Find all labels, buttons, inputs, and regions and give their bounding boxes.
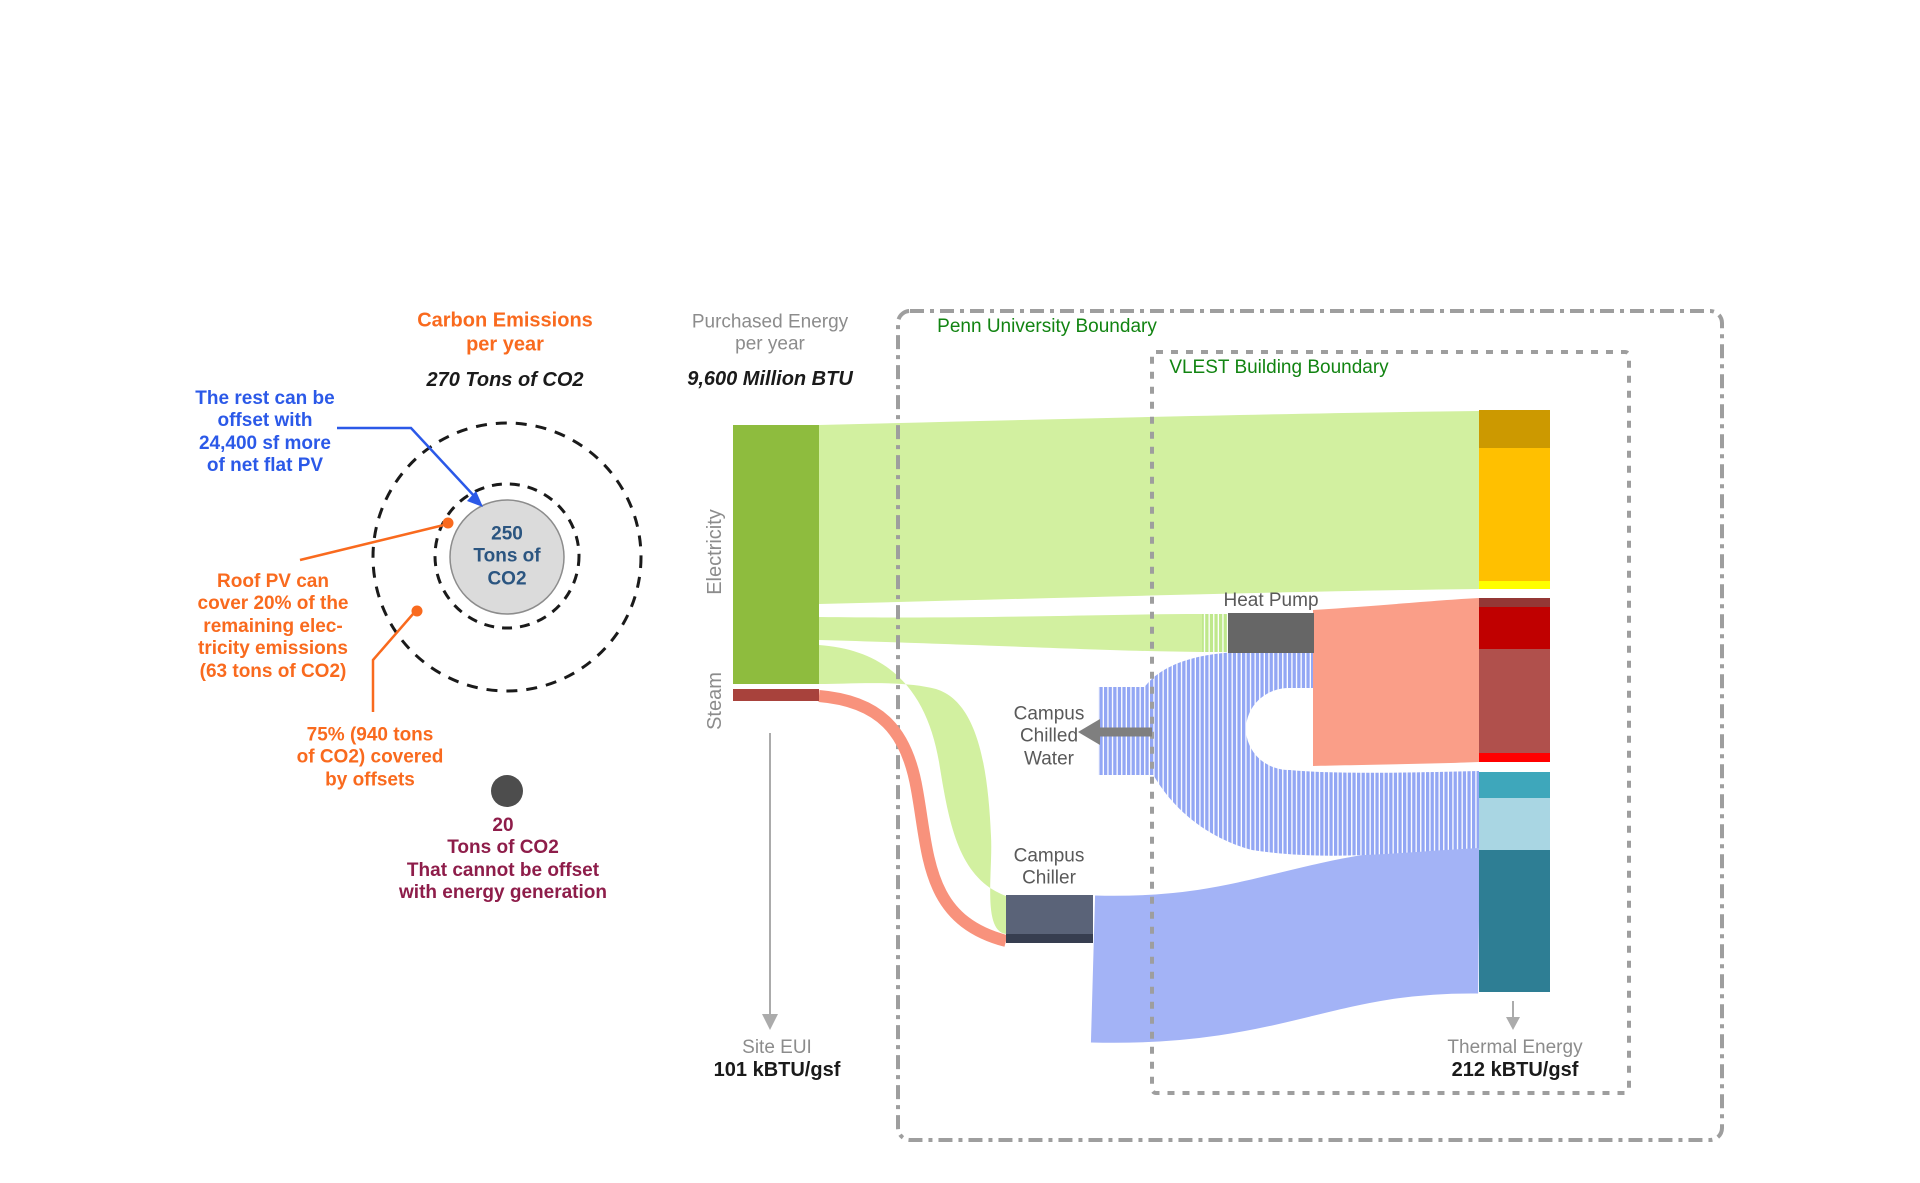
flow-chilled-water-loop-hatched: [1136, 652, 1479, 856]
carbon-total-value: 270 Tons of CO2: [426, 369, 584, 392]
heat-pump-label: Heat Pump: [1223, 589, 1319, 611]
vlest-boundary-label: VLEST Building Boundary: [1169, 356, 1389, 378]
roof-pv-note: Roof PV can cover 20% of the remaining e…: [197, 570, 349, 682]
end-block-dark-gold: [1479, 410, 1550, 448]
purchased-energy-value: 9,600 Million BTU: [687, 368, 853, 391]
end-block-dark-maroon: [1479, 598, 1550, 607]
campus-chiller-node: [1006, 895, 1093, 934]
end-block-bright-red: [1479, 753, 1550, 762]
offset-note: The rest can be offset with 24,400 sf mo…: [195, 388, 335, 477]
campus-chilled-water-label: Campus Chilled Water: [1013, 703, 1085, 770]
end-block-brick-red: [1479, 649, 1550, 753]
flow-steam-to-chiller: [818, 690, 1008, 947]
orange-callout-dot-roof-pv: [442, 517, 454, 529]
purchased-energy-title: Purchased Energy per year: [691, 311, 849, 355]
campus-chiller-node-strip: [1006, 934, 1093, 943]
blue-callout-line: [337, 426, 477, 499]
offsets-covered-note: 75% (940 tons of CO2) covered by offsets: [296, 724, 444, 791]
steam-source-label: Steam: [704, 672, 727, 730]
cannot-offset-note: 20 Tons of CO2 That cannot be offset wit…: [399, 815, 607, 904]
steam-source-bar: [733, 689, 819, 701]
flow-heat-pump-output: [1313, 598, 1479, 766]
carbon-emissions-title: Carbon Emissions per year: [417, 309, 593, 355]
flow-electricity-to-chiller: [819, 645, 1006, 934]
co2-gray-disc: [449, 499, 565, 615]
inner-dashed-circle: [433, 482, 581, 630]
chilled-water-arrowhead: [1078, 719, 1100, 745]
outer-dashed-circle: [371, 421, 643, 693]
site-eui-arrowhead: [762, 1014, 778, 1030]
flow-electricity-direct: [819, 411, 1479, 604]
site-eui-value: 101 kBTU/gsf: [713, 1059, 841, 1082]
flow-green-hatched-merge: [1202, 614, 1228, 652]
orange-callout-line-roof-pv: [299, 523, 445, 562]
flow-electricity-to-heat-pump: [819, 614, 1202, 652]
blue-callout-arrowhead: [467, 491, 483, 507]
thermal-energy-arrowhead: [1506, 1017, 1520, 1030]
campus-chiller-label: Campus Chiller: [1013, 845, 1085, 889]
co2-small-dark-dot: [491, 775, 523, 807]
heat-pump-node: [1228, 613, 1314, 653]
electricity-source-label: Electricity: [704, 509, 727, 595]
end-block-teal: [1479, 772, 1550, 798]
flow-chiller-to-thermal: [1090, 846, 1480, 1043]
end-block-yellow: [1479, 581, 1550, 589]
end-block-dark-red: [1479, 607, 1550, 649]
end-block-light-blue: [1479, 798, 1550, 850]
end-block-dark-teal: [1479, 850, 1550, 992]
penn-boundary-label: Penn University Boundary: [937, 315, 1157, 337]
site-eui-label: Site EUI: [742, 1036, 812, 1058]
thermal-energy-value: 212 kBTU/gsf: [1451, 1059, 1579, 1082]
thermal-energy-label: Thermal Energy: [1447, 1036, 1583, 1058]
penn-university-boundary-box: [896, 309, 1724, 1142]
electricity-source-bar: [733, 425, 819, 684]
end-block-amber: [1479, 448, 1550, 581]
vlest-building-boundary-box: [1150, 350, 1631, 1095]
orange-callout-dot-offsets: [411, 605, 423, 617]
inner-circle-value: 250 Tons of CO2: [473, 523, 541, 590]
orange-callout-line-offsets: [371, 613, 414, 712]
